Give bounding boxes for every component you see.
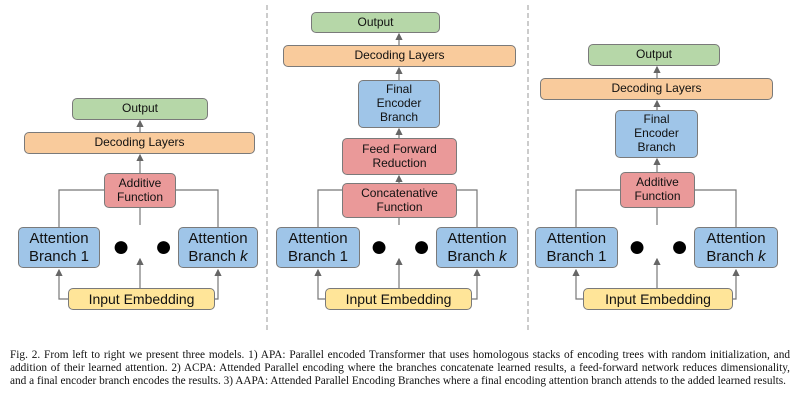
output-box: Output [72, 98, 208, 120]
figure-caption: Fig. 2. From left to right we present th… [10, 349, 790, 388]
connector-line [695, 189, 737, 227]
additive-function-box: Additive Function [620, 172, 695, 208]
connector-line [317, 189, 342, 227]
attention-branch-k-box: Attention Branch k [436, 227, 518, 268]
arrow [732, 268, 740, 300]
attention-branch-1-box: Attention Branch 1 [276, 227, 360, 268]
connector-line [176, 189, 219, 227]
concatenative-function-box: Concatenative Function [342, 183, 457, 218]
output-box: Output [588, 44, 720, 66]
attention-branch-k-box: Attention Branch k [178, 227, 258, 268]
connector-line [575, 189, 620, 227]
final-encoder-branch-box: Final Encoder Branch [358, 80, 440, 128]
connector-line [58, 189, 104, 227]
decoding-layers-box: Decoding Layers [24, 132, 255, 154]
arrow [572, 268, 583, 300]
decoding-layers-box: Decoding Layers [283, 45, 516, 67]
attention-branch-1-box: Attention Branch 1 [535, 227, 618, 268]
arrow [55, 268, 68, 300]
arrow [214, 268, 222, 300]
input-embedding-box: Input Embedding [68, 288, 215, 310]
input-embedding-box: Input Embedding [583, 288, 733, 310]
output-box: Output [311, 12, 440, 33]
attention-branch-1-box: Attention Branch 1 [18, 227, 100, 268]
feed-forward-reduction-box: Feed Forward Reduction [342, 138, 457, 175]
arrow [314, 268, 325, 300]
arrow [472, 268, 481, 300]
input-embedding-box: Input Embedding [325, 288, 472, 310]
additive-function-box: Additive Function [104, 173, 176, 208]
final-encoder-branch-box: Final Encoder Branch [615, 110, 698, 158]
connector-line [457, 189, 478, 227]
decoding-layers-box: Decoding Layers [540, 78, 773, 100]
attention-branch-k-box: Attention Branch k [694, 227, 778, 268]
